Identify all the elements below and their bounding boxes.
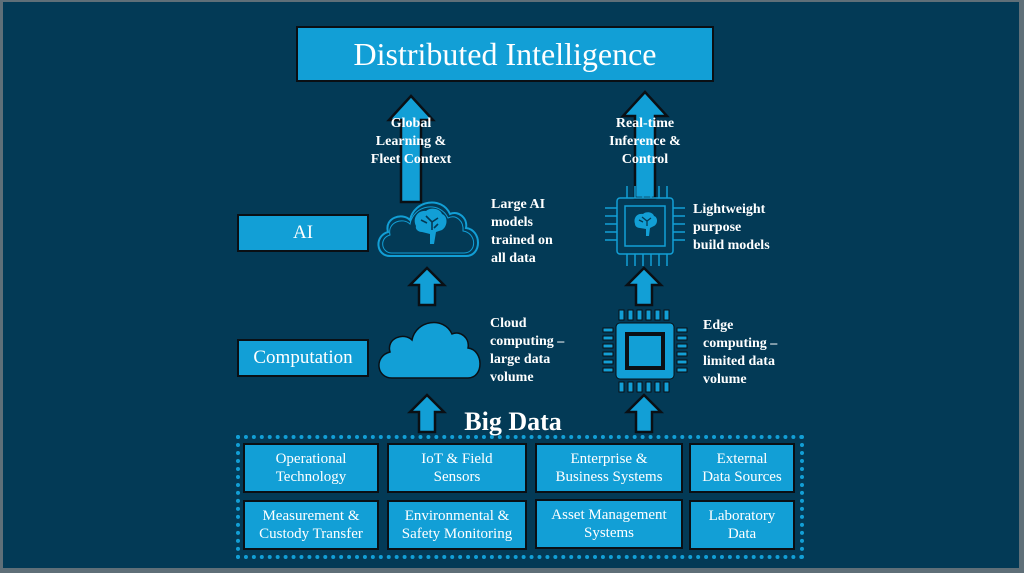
edge-ai-label: Lightweight purpose build models [693, 202, 770, 253]
data-source-iot-field-sensors: IoT & Field Sensors [387, 443, 527, 493]
data-source-asset-management: Asset Management Systems [535, 499, 683, 549]
data-source-enterprise-business: Enterprise & Business Systems [535, 443, 683, 493]
cloud-output-arrow [386, 94, 436, 204]
data-source-external: External Data Sources [689, 443, 795, 493]
diagram-canvas: Distributed Intelligence Global Learning… [3, 2, 1019, 568]
cloud-output-label: Global Learning & Fleet Context [370, 116, 452, 167]
bigdata-to-edge-arrow [623, 393, 665, 434]
brain-icon [414, 208, 447, 244]
brain-icon [634, 212, 657, 236]
cloud-brain-icon [377, 201, 479, 257]
layer-computation: Computation [237, 339, 369, 377]
data-source-operational-technology: Operational Technology [243, 443, 379, 493]
title-box: Distributed Intelligence [296, 26, 714, 82]
data-source-measurement-custody: Measurement & Custody Transfer [243, 500, 379, 550]
edge-compute-to-ai-arrow [623, 266, 665, 307]
data-source-environmental-safety: Environmental & Safety Monitoring [387, 500, 527, 550]
layer-ai: AI [237, 214, 369, 252]
bigdata-to-cloud-arrow [406, 393, 448, 434]
big-data-frame [236, 435, 804, 559]
data-source-laboratory: Laboratory Data [689, 500, 795, 550]
chip-icon [602, 309, 688, 393]
chip-brain-icon [605, 186, 685, 266]
edge-output-label: Real-time Inference & Control [609, 116, 681, 167]
big-data-title: Big Data [464, 407, 562, 436]
cloud-icon [378, 321, 481, 379]
cloud-ai-label: Large AI models trained on all data [491, 197, 553, 266]
cloud-compute-to-ai-arrow [406, 266, 448, 307]
edge-compute-label: Edge computing – limited data volume [703, 318, 778, 387]
cloud-compute-label: Cloud computing – large data volume [490, 316, 565, 385]
